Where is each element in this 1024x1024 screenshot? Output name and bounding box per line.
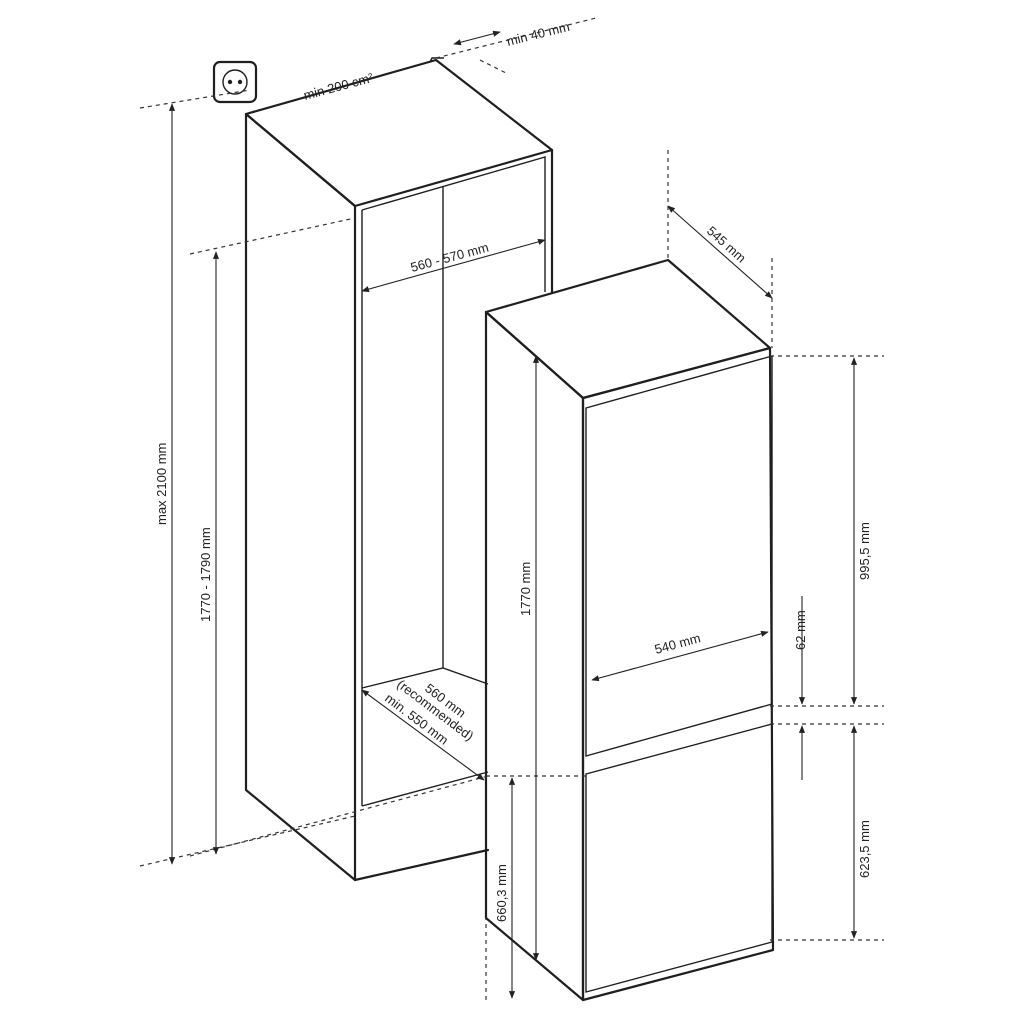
label-outlet-ventilation: min 200 cm² [302,70,376,103]
appliance-front [581,346,775,1002]
dimension-lines [168,30,858,999]
appliance-upper-door [585,355,773,757]
label-niche-height: 1770 - 1790 mm [198,527,213,622]
label-top-gap: min 40 mm [505,19,571,49]
power-outlet-icon [212,60,258,104]
label-appliance-width: 540 mm [653,630,702,657]
dim-niche-width [361,238,546,293]
label-lower-offset: 660,3 mm [494,864,509,922]
dimension-labels: min 200 cm² min 40 mm 560 - 570 mm max 2… [154,19,872,922]
dim-appliance-width [591,630,769,682]
appliance [484,258,775,1002]
label-lower-door: 623,5 mm [857,820,872,878]
appliance-lower-door [585,723,773,993]
label-niche-width: 560 - 570 mm [409,240,490,275]
cabinet-left-panel [244,112,357,882]
label-upper-door: 995,5 mm [857,522,872,580]
label-appliance-height: 1770 mm [518,562,533,616]
dim-top-gap [453,30,501,46]
label-door-gap: 62 mm [793,610,808,650]
cabinet-top-notch [429,57,444,63]
appliance-top [484,258,772,400]
cabinet-top-panel [244,58,554,208]
label-max-height: max 2100 mm [154,443,169,525]
dim-niche-depth [361,689,485,781]
cabinet-floor-depth [361,667,489,689]
cabinet-floor-edge [361,771,489,807]
cabinet-plinth [353,848,490,882]
cabinet-niche [244,57,554,882]
dim-appliance-depth [667,205,773,299]
